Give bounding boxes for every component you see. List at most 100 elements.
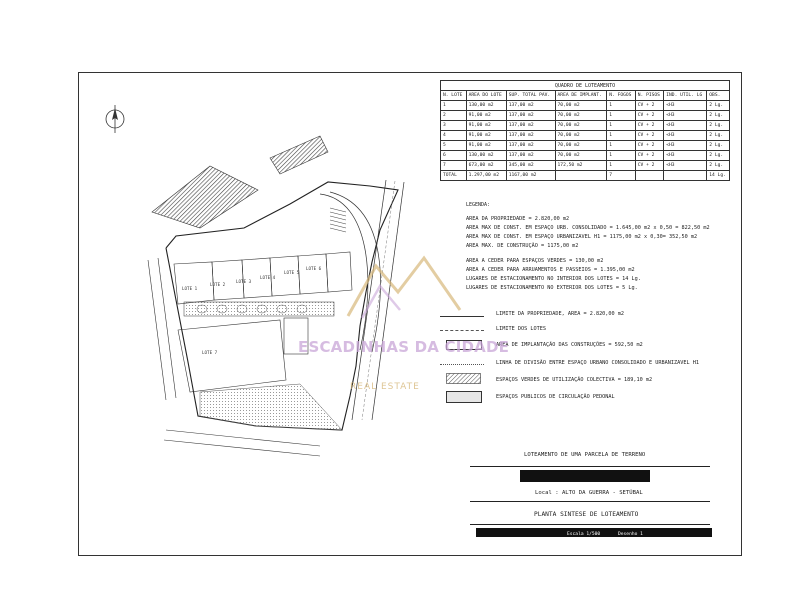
table-cell: 137,00 m2 — [505, 150, 556, 161]
table-cell: CV + 2 — [634, 110, 665, 121]
table-cell: 1 — [606, 120, 636, 131]
table-cell: 2 Lg. — [706, 160, 730, 171]
table-cell: CV + 2 — [634, 150, 665, 161]
table-cell: 2 Lg. — [706, 110, 730, 121]
legend-line: AREA A CEDER PARA ESPAÇOS VERDES = 130,0… — [466, 258, 604, 264]
watermark-tagline: REAL ESTATE — [350, 382, 420, 392]
table-cell: 1 — [606, 100, 636, 111]
construction-area-symbol — [446, 340, 482, 350]
legend-symbol-label: ESPAÇOS PUBLICOS DE CIRCULAÇÃO PEDONAL — [496, 394, 615, 400]
table-cell: CV + 2 — [634, 140, 665, 151]
lot-limit-symbol — [440, 330, 484, 331]
table-title: QUADRO DE LOTEAMENTO — [440, 80, 730, 91]
legend-line: LUGARES DE ESTACIONAMENTO NO EXTERIOR DO… — [466, 285, 638, 291]
table-cell: 1 — [606, 150, 636, 161]
watermark-name: ESCADINHAS DA CIDADE — [298, 338, 510, 356]
table-cell: 70,00 m2 — [554, 110, 608, 121]
table-cell: 345,00 m2 — [505, 160, 556, 171]
table-cell: 2 Lg. — [706, 140, 730, 151]
table-cell: CV + 2 — [634, 130, 665, 141]
column-header: N. FOGOS — [606, 90, 636, 101]
table-cell: 1 — [606, 110, 636, 121]
table-cell: 137,00 m2 — [505, 140, 556, 151]
table-cell: 1167,00 m2 — [505, 170, 556, 181]
green-space-symbol — [446, 373, 481, 384]
table-cell: <H3 — [663, 110, 708, 121]
table-cell: 137,00 m2 — [505, 130, 556, 141]
table-cell: 2 Lg. — [706, 150, 730, 161]
lot-label: LOTE 1 — [182, 286, 198, 291]
table-header-row: N. LOTE AREA DO LOTE SUP. TOTAL PAV. ARE… — [440, 90, 730, 101]
title-rule — [470, 466, 710, 467]
legend-symbol-label: LIMITE DOS LOTES — [496, 326, 546, 332]
table-cell: <H3 — [663, 160, 708, 171]
table-cell: 2 Lg. — [706, 100, 730, 111]
table-cell — [663, 170, 708, 181]
urban-division-symbol — [440, 364, 484, 365]
table-cell: 2 Lg. — [706, 130, 730, 141]
legend-symbol-label: ESPAÇOS VERDES DE UTILIZAÇÃO COLECTIVA =… — [496, 377, 653, 383]
column-header: SUP. TOTAL PAV. — [505, 90, 556, 101]
table-cell: 70,00 m2 — [554, 100, 608, 111]
table-cell: <H3 — [663, 120, 708, 131]
table-cell: 172,50 m2 — [554, 160, 608, 171]
table-cell: 1 — [606, 130, 636, 141]
pedestrian-space-symbol — [446, 391, 482, 403]
lot-label: LOTE 2 — [210, 282, 226, 287]
drawing-scale: Escala 1/500 — [567, 532, 601, 537]
drawing-number: Desenho 1 — [618, 532, 643, 537]
table-cell: CV + 2 — [634, 100, 665, 111]
title-rule — [470, 524, 710, 525]
lot-label: LOTE 3 — [236, 279, 252, 284]
site-plan — [147, 135, 405, 457]
table-cell: 14 Lg. — [706, 170, 730, 181]
column-header: N. PISOS — [634, 90, 665, 101]
table-cell: <H3 — [663, 130, 708, 141]
table-cell: <H3 — [663, 100, 708, 111]
table-cell: 5 — [440, 140, 467, 151]
watermark-roof-logo — [346, 255, 462, 319]
table-cell — [634, 170, 665, 181]
table-cell: 91,00 m2 — [465, 110, 507, 121]
table-cell: 1.297,00 m2 — [465, 170, 507, 181]
table-cell: 137,00 m2 — [505, 100, 556, 111]
lot-label: LOTE 6 — [306, 266, 322, 271]
lot-label: LOTE 7 — [202, 350, 218, 355]
table-cell: <H3 — [663, 150, 708, 161]
column-header: AREA DE IMPLANT. — [554, 90, 608, 101]
title-heading: LOTEAMENTO DE UMA PARCELA DE TERRENO — [524, 452, 646, 458]
table-cell: 91,00 m2 — [465, 140, 507, 151]
legend-line: AREA MAX. DE CONSTRUÇÃO = 1175,00 m2 — [466, 243, 579, 249]
table-cell: 70,00 m2 — [554, 140, 608, 151]
table-cell: 673,00 m2 — [465, 160, 507, 171]
table-cell: 91,00 m2 — [465, 130, 507, 141]
legend-symbol-label: LIMITE DA PROPRIEDADE, AREA = 2.820,00 m… — [496, 311, 625, 317]
table-cell: 6 — [440, 150, 467, 161]
column-header: OBS. — [706, 90, 730, 101]
table-cell: 7 — [440, 160, 467, 171]
table-cell: CV + 2 — [634, 120, 665, 131]
table-cell: 2 — [440, 110, 467, 121]
table-cell: 1 — [606, 160, 636, 171]
table-cell: 4 — [440, 130, 467, 141]
legend-symbol-label: LINHA DE DIVISÃO ENTRE ESPAÇO URBANO CON… — [496, 360, 700, 366]
lot-table: QUADRO DE LOTEAMENTO N. LOTE AREA DO LOT… — [440, 80, 730, 181]
table-cell: 70,00 m2 — [554, 150, 608, 161]
lot-label: LOTE 4 — [260, 275, 276, 280]
title-rule — [470, 501, 710, 502]
table-cell: 1 — [440, 100, 467, 111]
table-cell: 137,00 m2 — [505, 110, 556, 121]
table-cell: 2 Lg. — [706, 120, 730, 131]
legend-line: LUGARES DE ESTACIONAMENTO NO INTERIOR DO… — [466, 276, 641, 282]
property-limit-symbol — [440, 316, 484, 317]
table-cell: CV + 2 — [634, 160, 665, 171]
table-cell: <H3 — [663, 140, 708, 151]
column-header: N. LOTE — [440, 90, 467, 101]
legend-line: AREA MAX DE CONST. EM ESPAÇO URB. CONSOL… — [466, 225, 710, 231]
